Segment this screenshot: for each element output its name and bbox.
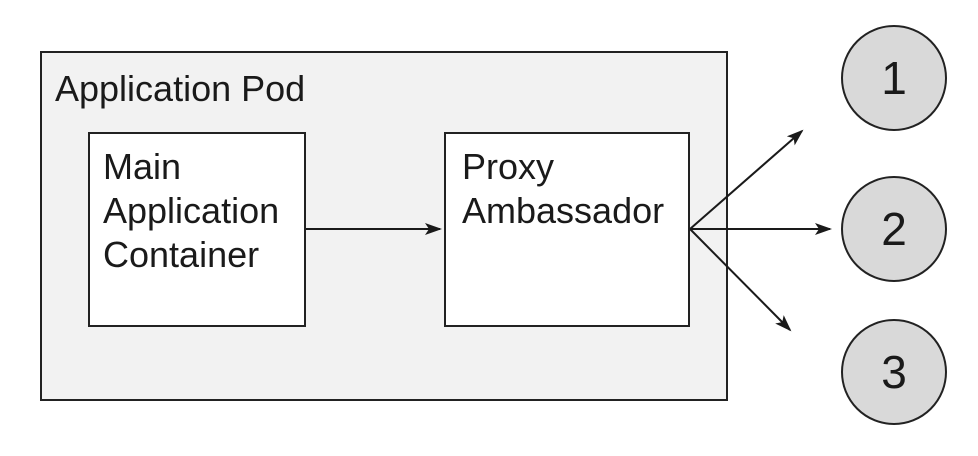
endpoint-circle-3-label: 3 — [881, 346, 907, 398]
node-proxy-ambassador: Proxy Ambassador — [444, 132, 690, 327]
endpoint-circle-2-label: 2 — [881, 203, 907, 255]
endpoint-circle-3: 3 — [841, 319, 947, 425]
node-proxy-ambassador-label: Proxy Ambassador — [462, 146, 665, 231]
endpoint-circle-1-label: 1 — [881, 52, 907, 104]
node-main-application-container-label: Main Application Container — [103, 146, 280, 275]
application-pod-label: Application Pod — [55, 68, 306, 109]
endpoint-circle-1: 1 — [841, 25, 947, 131]
endpoint-circle-2: 2 — [841, 176, 947, 282]
node-main-application-container: Main Application Container — [88, 132, 306, 327]
